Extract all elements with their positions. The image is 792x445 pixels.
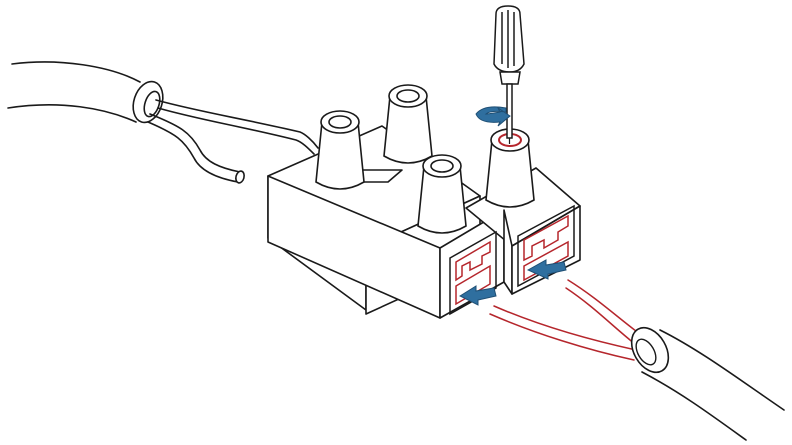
left-wire-lower-a — [149, 113, 241, 173]
screwdriver-handle — [493, 5, 525, 73]
right-wire-lower-b — [489, 313, 635, 361]
left-cable-sheath-top — [11, 61, 141, 83]
right-cable-end-inner — [635, 338, 657, 366]
screwdriver-shaft — [506, 83, 513, 139]
screw-terminal-2 — [383, 84, 433, 164]
left-wire-upper-b — [157, 107, 315, 155]
terminal-openings — [449, 204, 575, 316]
small-opening-outer — [517, 204, 575, 288]
left-cable-sheath-bottom — [7, 104, 137, 123]
left-wire-upper-a — [155, 99, 319, 149]
right-cable-sheath-top — [659, 329, 785, 411]
small-opening-clamp — [523, 214, 569, 262]
screw-terminals — [315, 84, 535, 234]
left-wire-lower-b — [147, 121, 239, 183]
left-cable — [7, 61, 319, 184]
right-cable — [489, 279, 785, 441]
screw-terminal-3 — [417, 154, 467, 234]
small-opening-channel — [523, 240, 569, 282]
right-wire-lower-a — [493, 305, 637, 351]
rotation-arrow-icon — [475, 106, 511, 127]
large-opening-outer — [449, 230, 497, 316]
insertion-arrows — [458, 259, 567, 306]
right-wire-upper-b — [565, 287, 641, 349]
screwdriver-icon — [493, 5, 525, 144]
insertion-arrow-icon-small — [526, 259, 567, 280]
insertion-arrow-icon-large — [458, 285, 497, 306]
rotation-arrow-body — [475, 106, 511, 127]
right-cable-end-ring — [630, 326, 670, 374]
screw-terminal-1 — [315, 110, 365, 190]
terminal-block-small-end-face — [511, 205, 581, 295]
large-opening-clamp — [455, 240, 491, 282]
left-wire-lower-end — [235, 170, 245, 184]
right-cable-sheath-bottom — [641, 371, 747, 441]
large-opening-channel — [455, 264, 491, 306]
left-cable-end-inner — [143, 90, 161, 118]
screwdriver-collar — [499, 71, 521, 85]
